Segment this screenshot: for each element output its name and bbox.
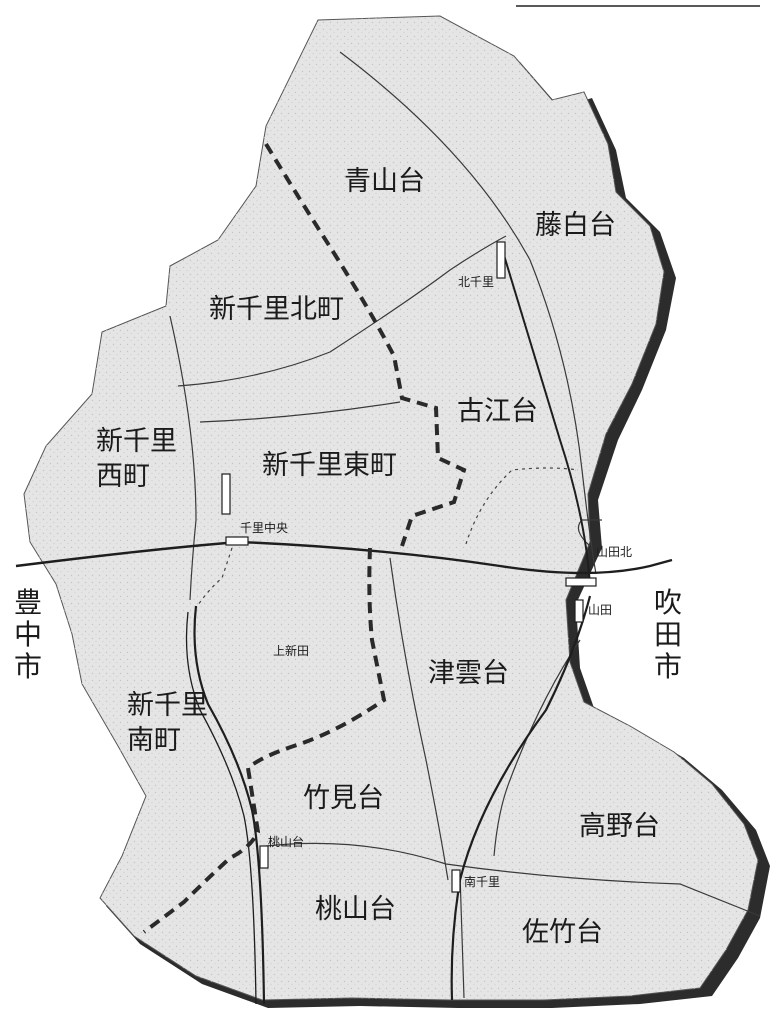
label-toyonaka-3: 市 [14,650,42,683]
label-toyonaka-2: 中 [14,618,42,651]
footpaths [195,467,579,609]
station-label-yamada: 山田 [588,603,612,617]
station-label-kitasenri: 北千里 [458,275,494,289]
label-shinsenri-kitamachi: 新千里北町 [209,294,344,325]
footpath [465,467,579,545]
land-texture [24,16,758,1000]
boundary-north [264,142,467,547]
road [493,639,581,857]
label-fujishirodai: 藤白台 [535,210,616,241]
road [265,842,761,917]
label-takemidai: 竹見台 [303,783,384,814]
label-kamishinden: 上新田 [273,643,309,658]
district-boundary [142,142,467,934]
label-suita-2: 田 [654,618,682,651]
road [389,557,449,881]
boundary-south [142,547,387,934]
railway-west-line [193,605,266,1005]
label-suita-1: 吹 [654,586,682,619]
railways [15,241,673,1005]
label-tsukumodai: 津雲台 [428,658,509,689]
platform-yamada [574,599,584,623]
platform-kitasenri [496,241,506,279]
label-furuedai: 古江台 [457,396,538,427]
platform-senri-chuo [225,536,249,546]
railway-west-line-outer [185,611,257,1005]
platform-momoyamadai [259,845,269,869]
station-label-minamisenri: 南千里 [464,874,500,889]
railway-south-line [450,595,592,1001]
road [199,401,401,423]
label-shinsenri-higashimachi: 新千里東町 [262,450,397,481]
label-shinsenri-minamimachi-1: 新千里 [127,690,208,721]
label-suita-3: 市 [654,650,682,683]
railway-north-line [499,241,591,587]
railway-main-line [15,540,673,575]
label-shinsenri-nishimachi-1: 新千里 [96,426,177,457]
label-aoyamadai: 青山台 [344,166,425,197]
station-label-yamadakita: 山田北 [596,545,632,559]
label-toyonaka-1: 豊 [14,586,42,619]
platform-yamadakita [565,577,597,587]
station-label-senri-chuo: 千里中央 [240,520,288,535]
station-platforms [221,241,597,893]
road [339,51,597,575]
label-takanodai: 高野台 [579,811,660,842]
label-shinsenri-minamimachi-2: 南町 [127,725,181,756]
platform-minamisenri [451,869,461,893]
road [169,315,197,601]
platform-senri-chuo-terminal [221,473,231,515]
label-shinsenri-nishimachi-2: 西町 [96,461,150,492]
label-momoyamadai: 桃山台 [315,894,396,925]
road [177,235,507,387]
label-satakedai: 佐竹台 [522,917,603,948]
station-label-momoyamadai: 桃山台 [268,834,304,849]
